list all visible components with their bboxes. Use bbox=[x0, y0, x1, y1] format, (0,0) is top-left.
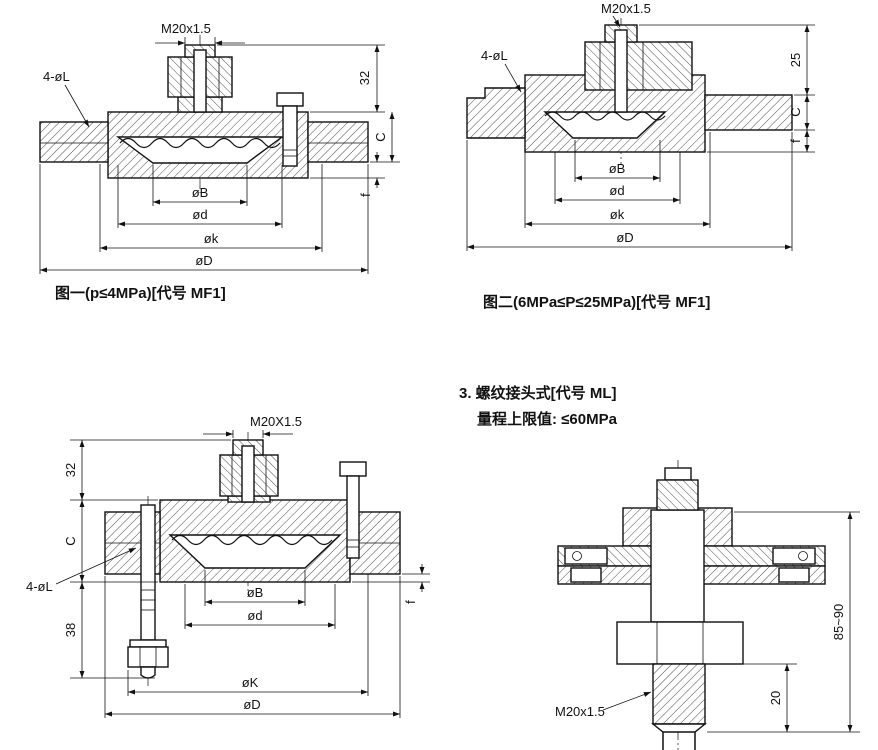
fig2-flange-body bbox=[466, 74, 793, 153]
fig3-dim-f: f bbox=[403, 600, 418, 604]
fig2-dim-B: øB bbox=[609, 161, 626, 176]
fig4-stem bbox=[650, 509, 705, 623]
fig4-hex-nut bbox=[616, 621, 744, 665]
fig1-clamp-bolt bbox=[276, 92, 304, 167]
fig3-dim-32: 32 bbox=[63, 463, 78, 477]
fig1-dim-k: øk bbox=[204, 231, 219, 246]
fig2-holes-label: 4-øL bbox=[481, 48, 508, 63]
fig3-dim-K: øK bbox=[242, 675, 259, 690]
fig2-dim-C: C bbox=[788, 107, 803, 116]
fig3-holes-label: 4-øL bbox=[26, 579, 53, 594]
fig4-thread-label: M20x1.5 bbox=[555, 704, 605, 719]
fig4-dimensions: M20x1.5 20 85~90 bbox=[555, 511, 860, 733]
fig3-thread-label: M20X1.5 bbox=[250, 414, 302, 429]
fig3-dimensions: M20X1.5 4-øL 32 C 38 f bbox=[26, 414, 430, 718]
fig3-dim-D: øD bbox=[243, 697, 260, 712]
fig2-dimensions: M20x1.5 4-øL 25 C f øB bbox=[466, 1, 815, 251]
fig4-heading-line2: 量程上限值: ≤60MPa bbox=[477, 410, 618, 428]
fig2-caption: 图二(6MPa≤P≤25MPa)[代号 MF1] bbox=[483, 293, 710, 311]
fig2-diaphragm-wave bbox=[544, 111, 666, 121]
figure-3-flange-diagram: M20X1.5 4-øL 32 C 38 f bbox=[26, 414, 430, 718]
fig2-gauge-connector bbox=[584, 24, 693, 113]
fig1-dim-C: C bbox=[373, 132, 388, 141]
fig2-dim-d: ød bbox=[609, 183, 624, 198]
fig3-flange-body bbox=[104, 499, 401, 583]
fig4-threaded-stud bbox=[651, 663, 707, 750]
fig4-heading-line1: 3. 螺纹接头式[代号 ML] bbox=[459, 384, 617, 402]
fig4-plate-fasteners bbox=[564, 547, 816, 583]
fig1-holes-label: 4-øL bbox=[43, 69, 70, 84]
fig3-long-stud-bolt bbox=[127, 504, 169, 679]
fig4-dim-20: 20 bbox=[768, 691, 783, 705]
figure-4-threaded-diagram: 3. 螺纹接头式[代号 ML] 量程上限值: ≤60MPa bbox=[459, 384, 860, 750]
fig3-dim-38: 38 bbox=[63, 623, 78, 637]
fig1-dim-32: 32 bbox=[357, 71, 372, 85]
fig1-flange-body bbox=[39, 111, 369, 179]
fig3-dim-B: øB bbox=[247, 585, 264, 600]
fig1-gauge-connector bbox=[167, 44, 233, 113]
fig1-diaphragm-wave bbox=[119, 137, 281, 149]
fig3-diaphragm-wave bbox=[171, 534, 333, 546]
fig1-thread-label: M20x1.5 bbox=[161, 21, 211, 36]
fig1-dim-f: f bbox=[358, 193, 373, 197]
fig1-dim-D: øD bbox=[195, 253, 212, 268]
fig4-top-cap bbox=[656, 467, 699, 511]
fig1-caption: 图一(p≤4MPa)[代号 MF1] bbox=[55, 284, 226, 302]
fig1-dim-B: øB bbox=[192, 185, 209, 200]
figure-2-flange-diagram: M20x1.5 4-øL 25 C f øB bbox=[466, 1, 815, 311]
fig3-dim-C: C bbox=[63, 536, 78, 545]
fig2-dim-25: 25 bbox=[788, 53, 803, 67]
fig3-dim-d: ød bbox=[247, 608, 262, 623]
fig4-dim-85-90: 85~90 bbox=[831, 604, 846, 641]
fig1-dimensions: M20x1.5 4-øL 32 C f øB bbox=[39, 21, 400, 274]
fig2-thread-label: M20x1.5 bbox=[601, 1, 651, 16]
figure-1-flange-diagram: M20x1.5 4-øL 32 C f øB bbox=[39, 21, 400, 302]
fig1-dim-d: ød bbox=[192, 207, 207, 222]
fig3-right-bolt bbox=[339, 461, 367, 559]
fig2-dim-f: f bbox=[788, 139, 803, 143]
fig3-gauge-connector bbox=[219, 439, 279, 503]
fig2-dim-k: øk bbox=[610, 207, 625, 222]
fig2-dim-D: øD bbox=[616, 230, 633, 245]
